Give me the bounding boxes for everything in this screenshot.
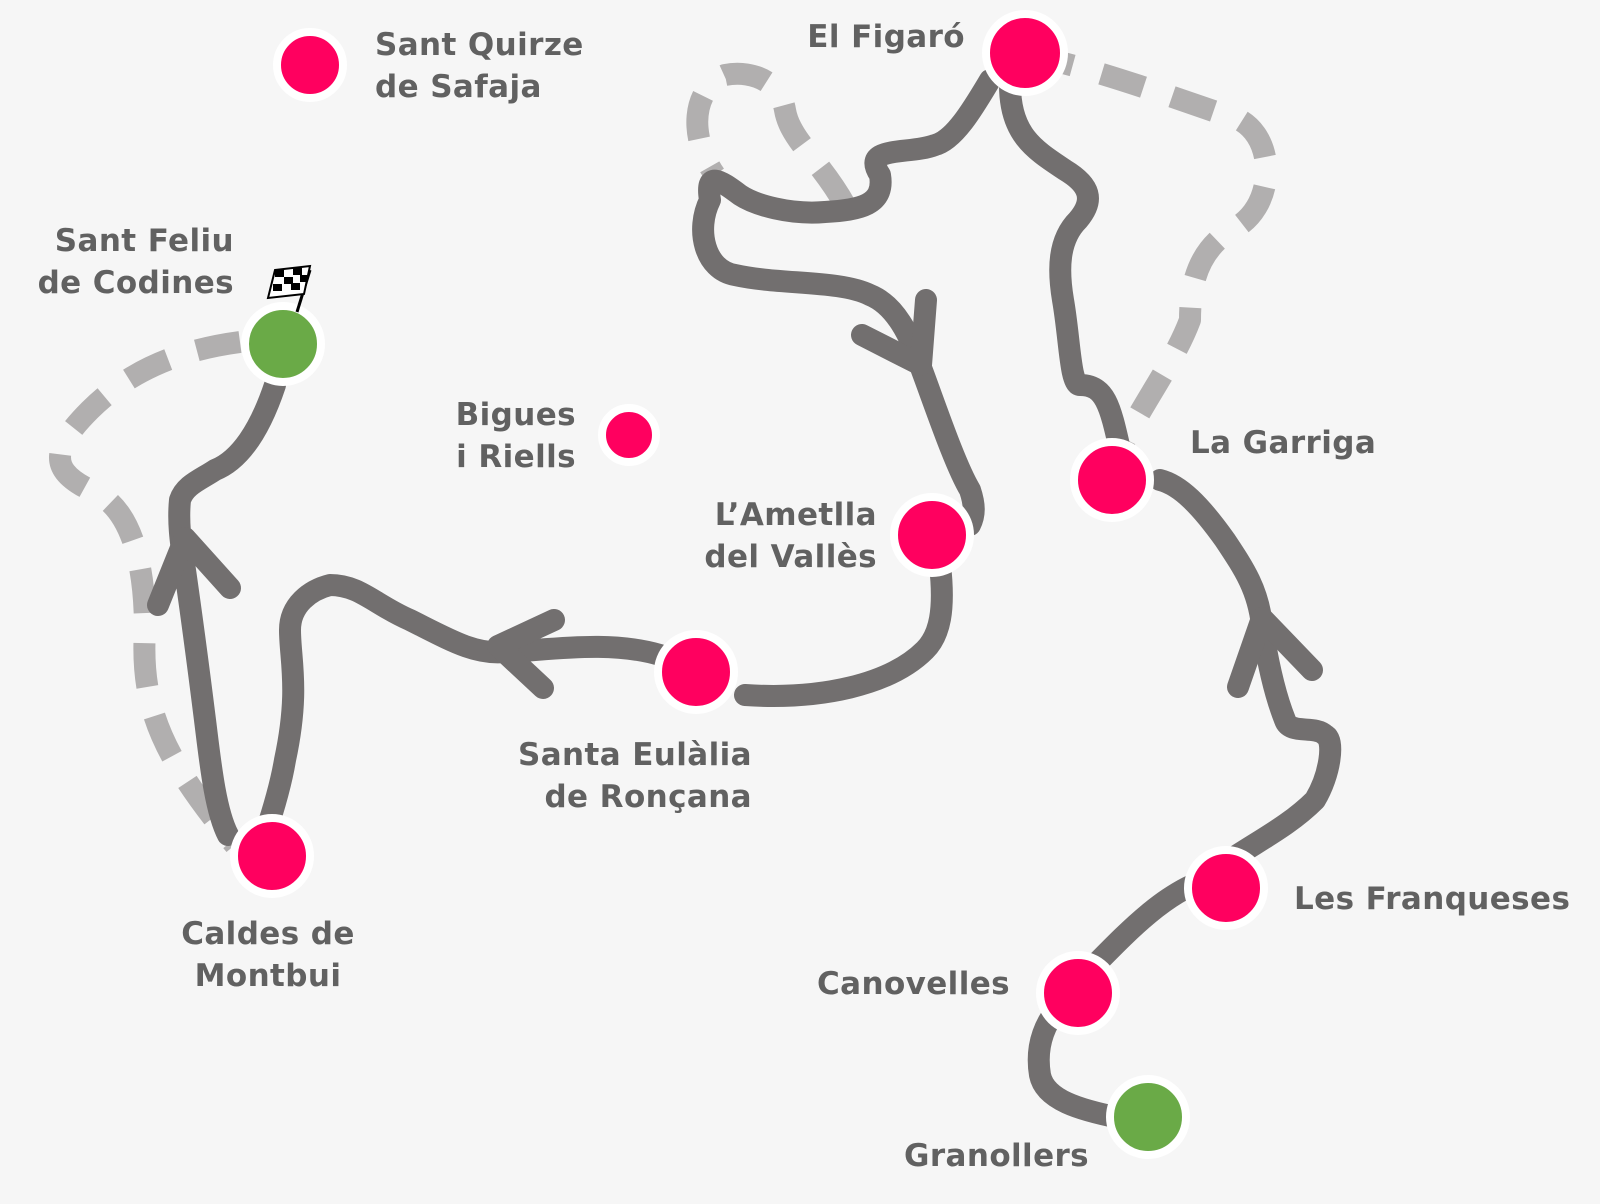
label-granollers: Granollers	[904, 1135, 1089, 1177]
label-line-2: de Safaja	[375, 69, 542, 105]
marker-caldes-de-montbui[interactable]	[230, 814, 314, 898]
alt-route-sant-feliu-caldes	[49, 331, 244, 852]
label-la-garriga: La Garriga	[1190, 422, 1376, 464]
label-line-2: de Ronçana	[544, 779, 752, 815]
marker-la-garriga[interactable]	[1070, 438, 1154, 522]
route-ametlla-santa-eulalia	[734, 554, 953, 707]
label-line-1: Les Franqueses	[1294, 881, 1571, 917]
label-sant-quirze-de-safaja: Sant Quirze de Safaja	[375, 24, 584, 108]
label-sant-feliu-de-codines: Sant Feliu de Codines	[38, 220, 234, 304]
checkered-flag-icon	[266, 264, 312, 313]
marker-bigues-i-riells[interactable]	[598, 404, 660, 466]
marker-sant-quirze-de-safaja[interactable]	[273, 28, 347, 102]
marker-canovelles[interactable]	[1036, 951, 1120, 1035]
label-line-1: Granollers	[904, 1138, 1090, 1174]
label-line-2: Montbui	[194, 958, 342, 994]
arrowhead-icon	[147, 527, 241, 616]
label-bigues-i-riells: Bigues i Riells	[456, 394, 576, 478]
alternative-route-dashed	[49, 44, 1278, 852]
label-caldes-de-montbui: Caldes de Montbui	[168, 913, 368, 997]
label-line-2: del Vallès	[704, 539, 877, 575]
arrowhead-icon	[851, 289, 937, 376]
label-line-1: Santa Eulàlia	[517, 737, 752, 773]
route-franqueses-garriga	[1149, 469, 1342, 871]
label-lametlla-del-valles: L’Ametlla del Vallès	[704, 494, 877, 578]
label-santa-eulalia-de-roncana: Santa Eulàlia de Ronçana	[518, 734, 752, 818]
label-line-1: Caldes de	[181, 916, 355, 952]
marker-lametlla-del-valles[interactable]	[890, 493, 974, 577]
label-line-1: L’Ametlla	[714, 497, 877, 533]
stop-markers	[230, 10, 1268, 1159]
label-line-1: La Garriga	[1190, 425, 1377, 461]
label-el-figaro: El Figaró	[807, 16, 965, 58]
arrowhead-icon	[1227, 607, 1323, 698]
alt-route-loop-north	[686, 62, 855, 211]
marker-sant-feliu-de-codines[interactable]	[241, 302, 325, 386]
label-line-2: i Riells	[456, 439, 576, 475]
route-figaro-ametlla	[692, 69, 1001, 536]
direction-arrows	[147, 289, 1323, 699]
label-line-1: Bigues	[455, 397, 576, 433]
marker-les-franqueses[interactable]	[1184, 846, 1268, 930]
label-line-1: Sant Feliu	[54, 223, 234, 259]
alt-route-figaro-garriga	[1027, 44, 1278, 445]
marker-el-figaro[interactable]	[982, 10, 1068, 96]
label-line-1: Canovelles	[817, 966, 1010, 1002]
label-line-1: El Figaró	[807, 19, 965, 55]
label-line-1: Sant Quirze	[375, 27, 584, 63]
marker-granollers[interactable]	[1106, 1075, 1190, 1159]
route-garriga-figaro	[999, 74, 1131, 461]
arrowhead-icon	[487, 609, 565, 699]
marker-santa-eulalia-de-roncana[interactable]	[654, 630, 738, 714]
label-line-2: de Codines	[37, 265, 234, 301]
label-canovelles: Canovelles	[817, 963, 1010, 1005]
label-les-franqueses: Les Franqueses	[1294, 878, 1570, 920]
